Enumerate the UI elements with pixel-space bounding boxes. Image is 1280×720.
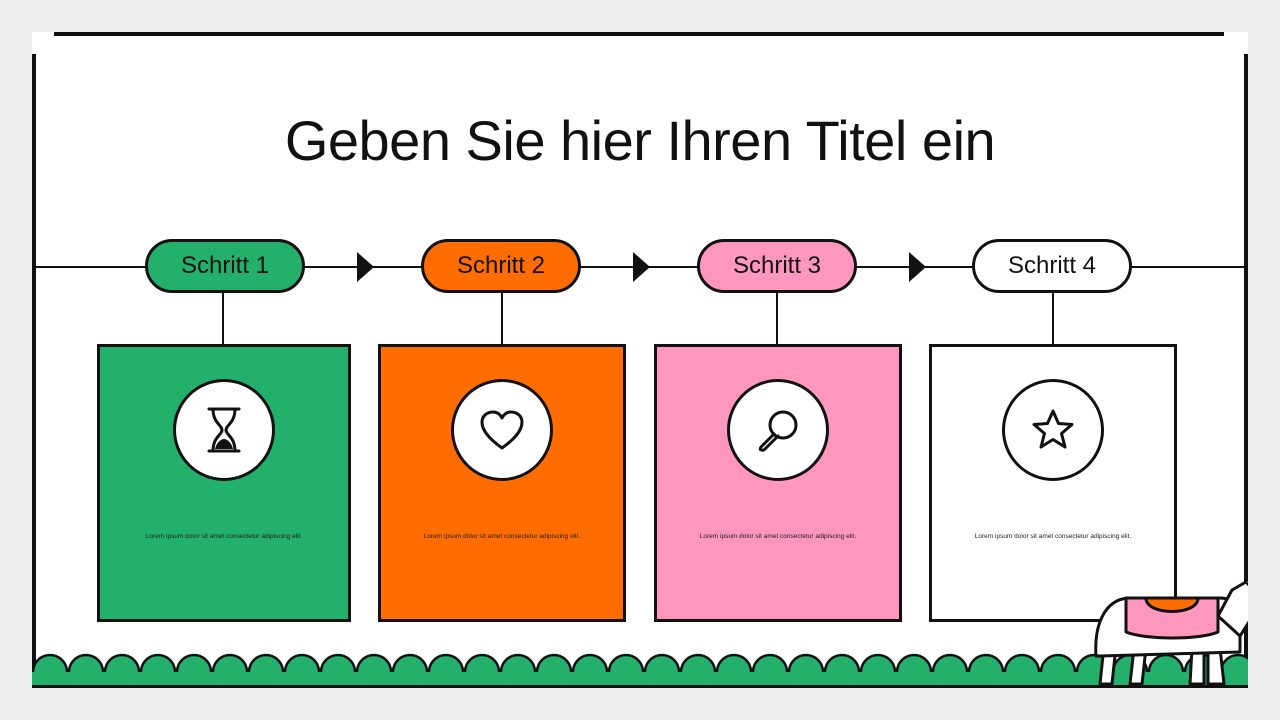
slide: Geben Sie hier Ihren Titel ein Schritt 1… <box>32 32 1248 688</box>
step-4-card[interactable]: Lorem ipsum dolor sit amet consectetur a… <box>929 344 1177 622</box>
step-3-pill[interactable]: Schritt 3 <box>697 239 857 293</box>
step-2-connector <box>501 293 503 345</box>
hourglass-icon <box>207 407 241 453</box>
horse-illustration <box>1090 576 1248 688</box>
arrow-right-icon <box>357 252 374 282</box>
step-4-pill[interactable]: Schritt 4 <box>972 239 1132 293</box>
step-3-icon-circle <box>727 379 829 481</box>
magnifier-icon <box>758 410 798 452</box>
step-2-description[interactable]: Lorem ipsum dolor sit amet consectetur a… <box>423 533 581 540</box>
star-icon <box>1032 409 1074 449</box>
step-3-connector <box>776 293 778 345</box>
frame-right-border <box>1244 54 1248 688</box>
step-2-label: Schritt 2 <box>456 252 546 279</box>
arrow-right-icon <box>633 252 650 282</box>
step-1-connector <box>222 293 224 345</box>
step-4-connector <box>1052 293 1054 345</box>
step-3-card[interactable]: Lorem ipsum dolor sit amet consectetur a… <box>654 344 902 622</box>
step-1-description[interactable]: Lorem ipsum dolor sit amet consectetur a… <box>145 533 303 540</box>
step-4-description[interactable]: Lorem ipsum dolor sit amet consectetur a… <box>974 533 1132 540</box>
step-2-card[interactable]: Lorem ipsum dolor sit amet consectetur a… <box>378 344 626 622</box>
grass-border <box>32 652 1248 688</box>
step-4-icon-circle <box>1002 379 1104 481</box>
frame-left-border <box>32 54 36 688</box>
step-3-description[interactable]: Lorem ipsum dolor sit amet consectetur a… <box>699 533 857 540</box>
step-1-card[interactable]: Lorem ipsum dolor sit amet consectetur a… <box>97 344 351 622</box>
step-2-pill[interactable]: Schritt 2 <box>421 239 581 293</box>
step-3-label: Schritt 3 <box>732 252 822 279</box>
step-1-label: Schritt 1 <box>180 252 270 279</box>
slide-title[interactable]: Geben Sie hier Ihren Titel ein <box>284 109 996 172</box>
frame-top-border <box>54 32 1224 36</box>
heart-icon <box>480 410 524 450</box>
step-2-icon-circle <box>451 379 553 481</box>
step-1-icon-circle <box>173 379 275 481</box>
step-1-pill[interactable]: Schritt 1 <box>145 239 305 293</box>
arrow-right-icon <box>909 252 926 282</box>
step-4-label: Schritt 4 <box>1007 252 1097 279</box>
